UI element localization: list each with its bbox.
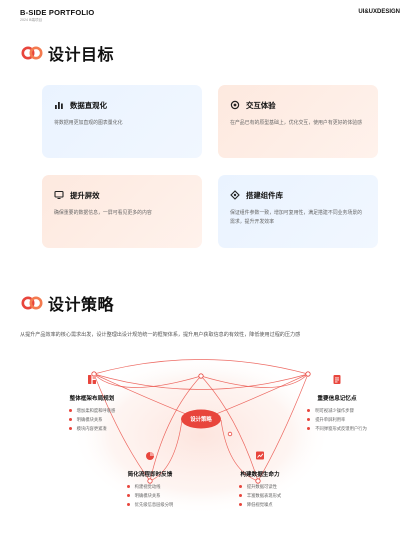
- group-title: 简化流程即时反馈: [127, 472, 173, 478]
- strategy-diagram: [71, 355, 331, 515]
- trend-chart-icon: [256, 451, 264, 460]
- component-icon: [230, 190, 240, 200]
- strategy-group-framework: 整体框架布局规划 增加柔和度和呼吸感 明确模块关系 模块内容更紧凑: [52, 374, 132, 435]
- goal-card-desc: 确保重要的数据信息，一屏可看见更多的内容: [54, 211, 152, 216]
- list-item: 明可视减少操作步骤: [307, 406, 367, 415]
- interaction-icon: [230, 100, 240, 110]
- brand-title: B-SIDE PORTFOLIO: [20, 8, 95, 17]
- goal-card-title: 搭建组件库: [246, 190, 283, 200]
- list-item: 明确模块关系: [126, 491, 174, 500]
- strategy-group-memory: 重要信息记忆点 明可视减少操作步骤 提升单屏利用率 不同弹窗形式反馈用户行为: [287, 374, 387, 435]
- document-icon: [333, 375, 341, 384]
- goal-card-title: 数据直观化: [70, 100, 107, 110]
- monitor-icon: [54, 190, 64, 199]
- list-item: 构建视觉动线: [126, 482, 174, 491]
- goal-card-interaction: 交互体验 在产品已有的原型基础上，优化交互，使用户有更好的体验感: [218, 85, 378, 158]
- center-ellipse: [181, 409, 221, 429]
- goal-card-component-library: 搭建组件库 保证组件参数一致，增加可复用性，满足搭建不同业务场景的需求，提升开发…: [218, 175, 378, 248]
- layout-icon: [88, 375, 96, 384]
- list-item: 提升数据可读性: [238, 482, 281, 491]
- brand-logo-icon: [21, 296, 43, 310]
- brand-subtitle: 2024 B端项目: [20, 18, 43, 22]
- list-item: 不同弹窗形式反馈用户行为: [307, 424, 367, 433]
- strategy-section-title: 设计策略: [20, 290, 114, 316]
- pie-chart-icon: [146, 452, 154, 460]
- diagram-glow: [71, 355, 331, 515]
- list-item: 增加柔和度和呼吸感: [68, 406, 115, 415]
- goal-card-screen-efficiency: 提升屏效 确保重要的数据信息，一屏可看见更多的内容: [42, 175, 202, 248]
- goal-card-title: 交互体验: [246, 100, 276, 110]
- goal-card-data-visualization: 数据直观化 将数据用更加直观的图表量化化: [42, 85, 202, 158]
- list-item: 明确模块关系: [68, 415, 116, 424]
- goals-heading: 设计目标: [48, 47, 115, 64]
- group-title: 构建数据生命力: [240, 472, 280, 478]
- list-item: 提升单屏利用率: [307, 415, 367, 424]
- bar-chart-icon: [55, 102, 63, 109]
- goals-section-title: 设计目标: [20, 40, 114, 66]
- group-title: 整体框架布局规划: [69, 396, 115, 402]
- list-item: 模块内容更紧凑: [68, 424, 116, 433]
- brand-logo-icon: [21, 46, 43, 60]
- strategy-heading: 设计策略: [48, 297, 115, 314]
- list-item: 降低视觉噪点: [238, 500, 281, 509]
- goal-card-desc: 将数据用更加直观的图表量化化: [54, 121, 123, 126]
- list-item: 丰富数据表现形式: [238, 491, 281, 500]
- list-item: 优先级信息层级分明: [126, 500, 173, 509]
- goal-card-title: 提升屏效: [70, 190, 100, 200]
- strategy-center-label: 设计策略: [190, 417, 212, 423]
- goal-card-desc: 保证组件参数一致，增加可复用性，满足搭建不同业务场景的需求，提升开发效率: [230, 211, 363, 225]
- header-tagline: UI&UXDESIGN: [358, 9, 400, 15]
- group-title: 重要信息记忆点: [317, 396, 357, 402]
- page-header: B-SIDE PORTFOLIO 2024 B端项目 UI&UXDESIGN: [20, 8, 400, 26]
- strategy-group-data-vitality: 构建数据生命力 提升数据可读性 丰富数据表现形式 降低视觉噪点: [220, 450, 300, 511]
- strategy-intro: 从提升产品效率的核心需求出发，设计整理出设计规范统一的框架体系，提升用户获取信息…: [20, 332, 301, 338]
- goal-card-desc: 在产品已有的原型基础上，优化交互，使用户有更好的体验感: [230, 121, 363, 126]
- strategy-group-feedback: 简化流程即时反馈 构建视觉动线 明确模块关系 优先级信息层级分明: [108, 450, 192, 511]
